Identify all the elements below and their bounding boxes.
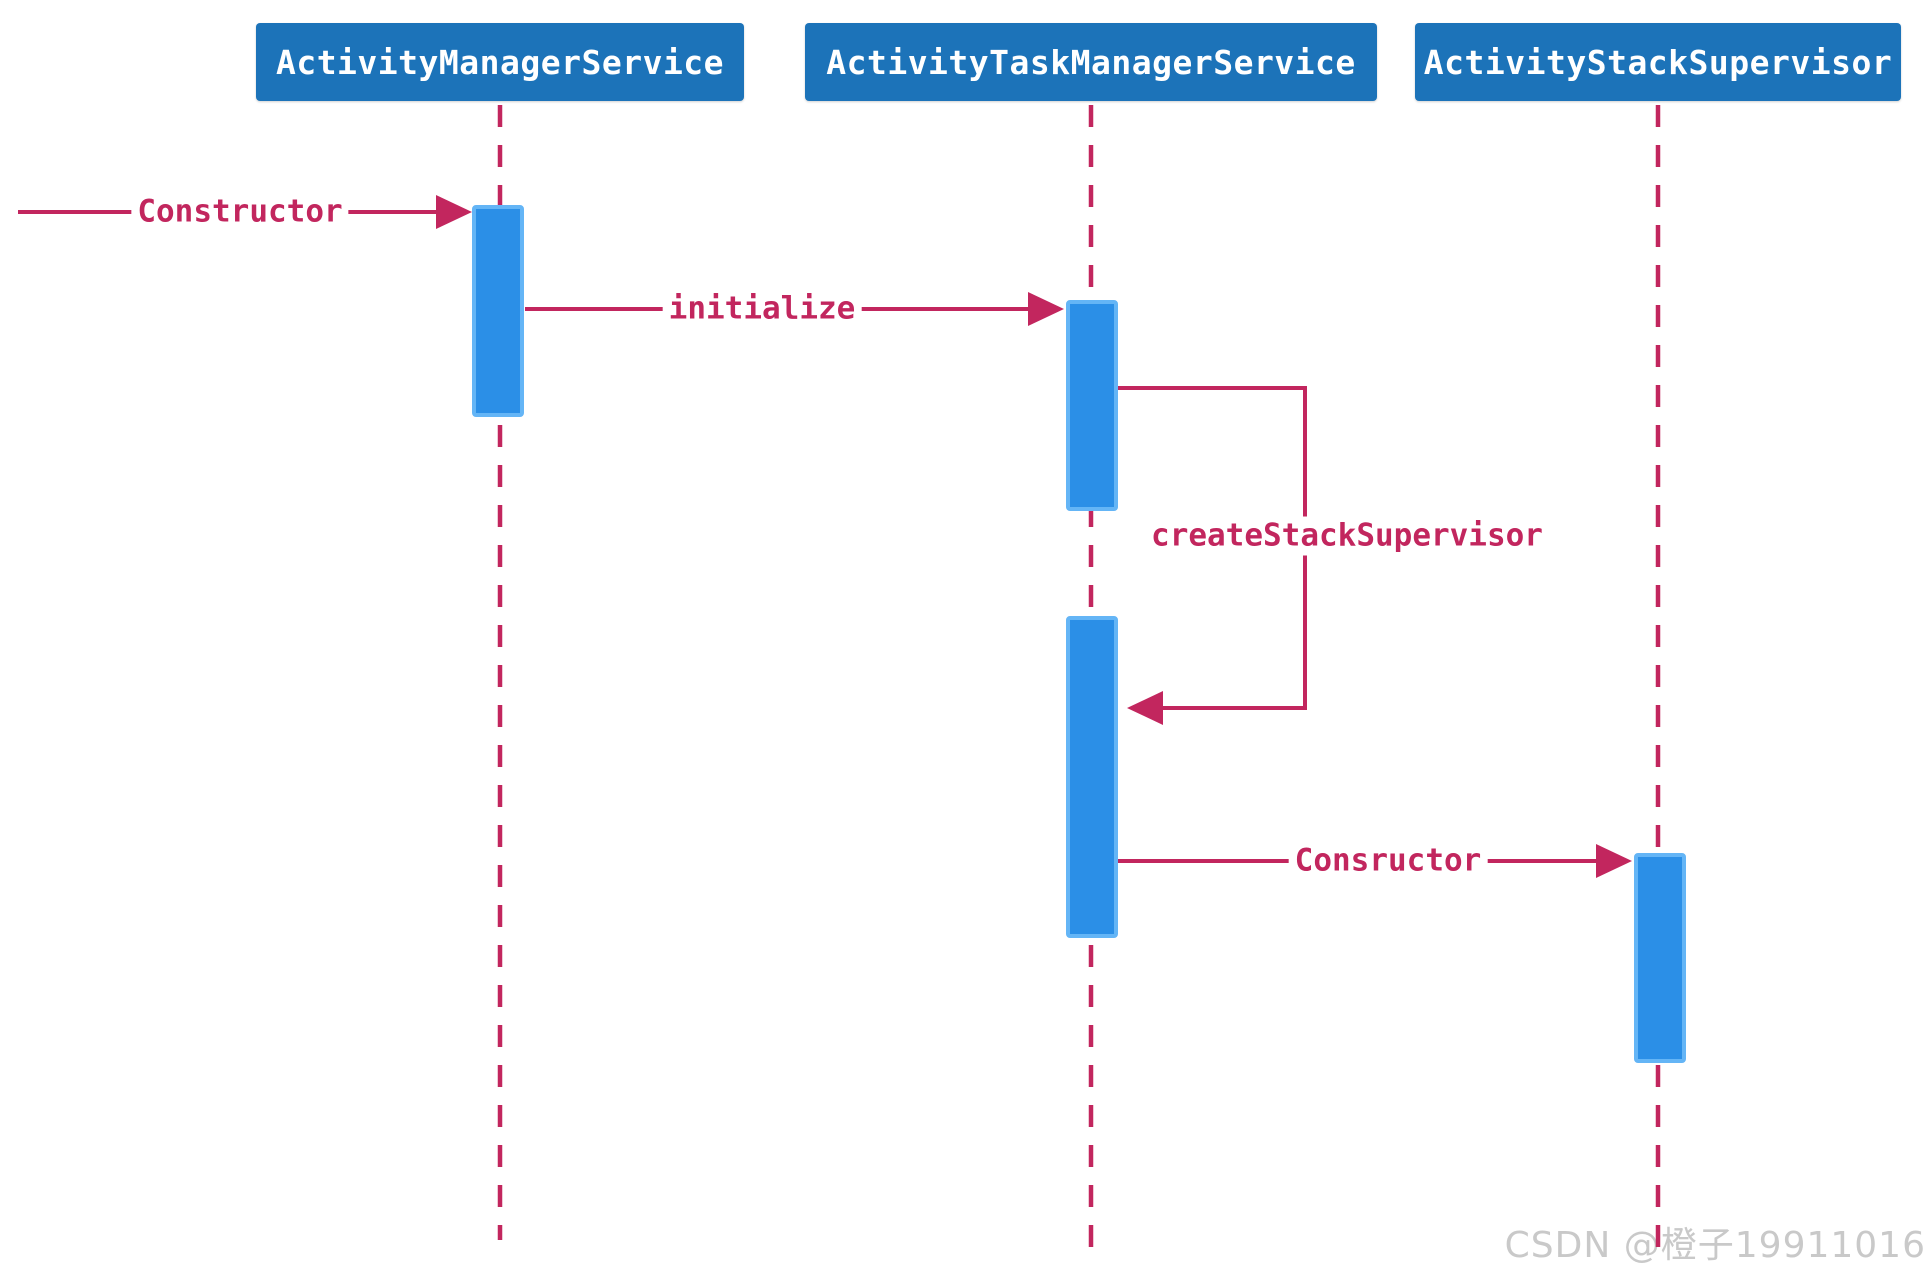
participant-header-activitymanagerservice: ActivityManagerService bbox=[256, 23, 744, 101]
arrowhead-icon bbox=[436, 195, 472, 229]
activation-bar-activitymanagerservice bbox=[472, 205, 524, 417]
message-label-initialize: initialize bbox=[662, 289, 862, 329]
arrowhead-icon bbox=[1127, 691, 1163, 725]
participant-header-activitystacksupervisor: ActivityStackSupervisor bbox=[1415, 23, 1901, 101]
activation-bar-activitystacksupervisor bbox=[1634, 853, 1686, 1063]
message-label-createstacksupervisor: createStackSupervisor bbox=[1145, 516, 1549, 556]
arrowhead-icon bbox=[1596, 844, 1632, 878]
message-label-consructor: Consructor bbox=[1288, 841, 1488, 881]
watermark: CSDN @橙子19911016 bbox=[1504, 1225, 1926, 1266]
activation-bar-activitytaskmanagerservice-1 bbox=[1066, 300, 1118, 511]
participant-header-activitytaskmanagerservice: ActivityTaskManagerService bbox=[805, 23, 1377, 101]
message-label-constructor: Constructor bbox=[131, 192, 349, 232]
activation-bar-activitytaskmanagerservice-2 bbox=[1066, 616, 1118, 938]
arrowhead-icon bbox=[1028, 292, 1064, 326]
